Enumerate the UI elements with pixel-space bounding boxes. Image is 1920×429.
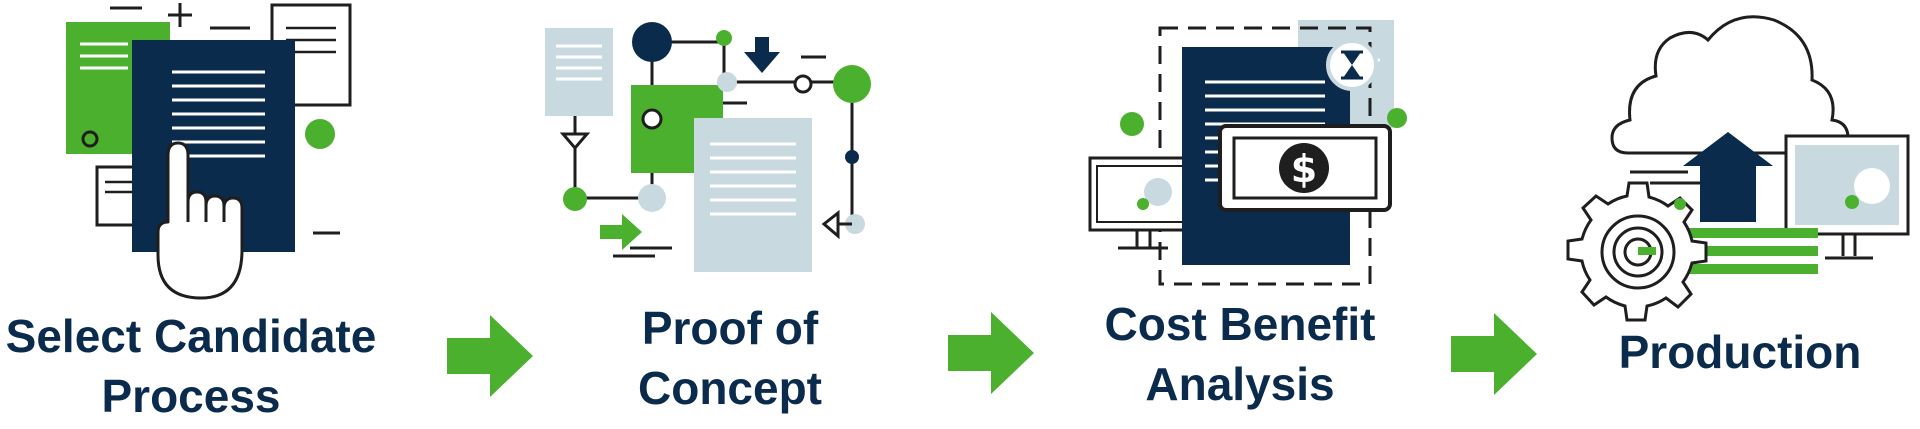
step-1-label: Select Candidate Process	[0, 306, 382, 426]
cost-benefit-analysis-icon: $	[1088, 20, 1407, 286]
flow-arrow-3	[1451, 313, 1537, 395]
step-1-label-line2: Process	[101, 370, 281, 422]
flow-arrow-2	[948, 312, 1034, 394]
step-2-label-line1: Proof of	[641, 302, 819, 354]
step-4-label-line1: Production	[1618, 326, 1862, 378]
step-4-label: Production	[1580, 322, 1900, 382]
dollar-icon: $	[1291, 147, 1317, 191]
proof-of-concept-icon	[545, 22, 871, 272]
step-3-label: Cost Benefit Analysis	[1080, 294, 1400, 414]
select-candidate-process-icon	[66, 3, 352, 300]
flow-arrow-1	[447, 315, 533, 397]
step-3-label-line1: Cost Benefit	[1104, 298, 1376, 350]
production-icon	[1566, 15, 1910, 322]
step-2-label-line2: Concept	[638, 362, 822, 414]
step-2-label: Proof of Concept	[580, 298, 880, 418]
step-3-label-line2: Analysis	[1145, 358, 1335, 410]
step-1-label-line1: Select Candidate	[5, 310, 377, 362]
